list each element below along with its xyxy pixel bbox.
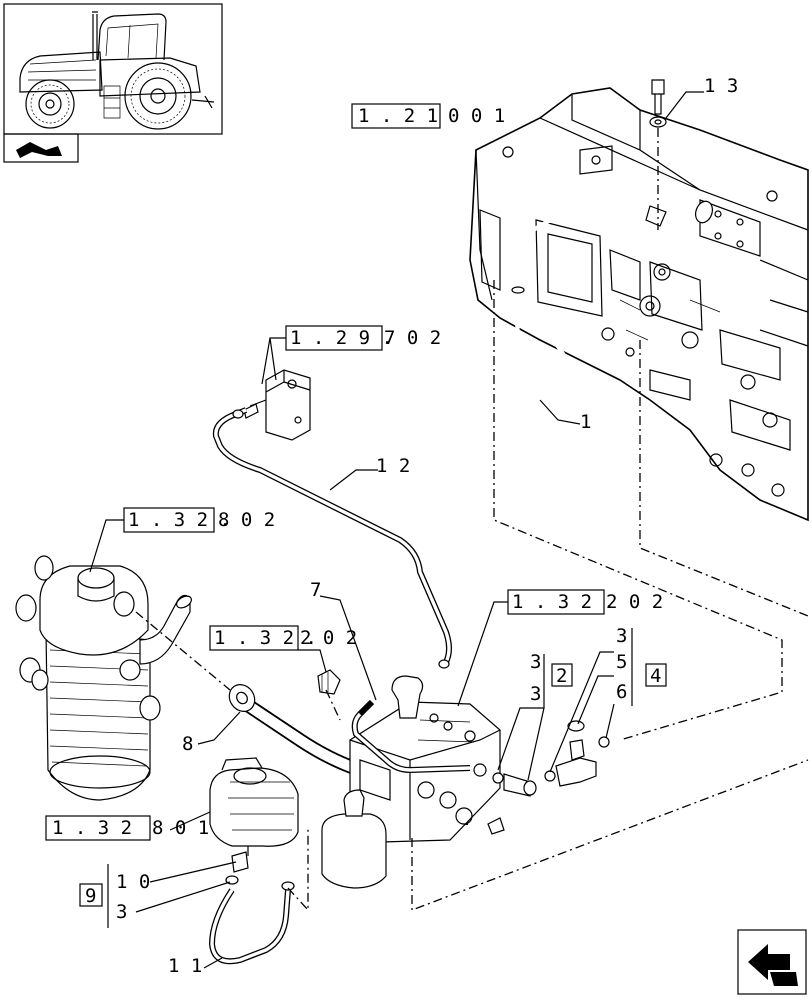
boxed-callout-4[interactable]: 4 [645,663,667,687]
callout-label: 2 [556,665,567,687]
callout-label: 1 3 [704,75,738,97]
connection-lines [135,280,809,912]
callout-1[interactable]: 1 [539,399,591,433]
callout-3-column[interactable]: 3 3 [497,651,545,781]
callout-label: 8 [182,733,193,755]
ref-boxed-text: 1 . 3 2 . [128,509,231,531]
callout-9-group[interactable]: 9 1 0 3 [79,861,237,928]
callout-label: 6 [616,681,627,703]
callout-label: 1 1 [168,955,202,977]
ref-boxed-text: 1 . 2 9 . [290,327,393,349]
callout-13[interactable]: 1 3 [665,75,738,119]
fitting-parts[interactable] [487,720,610,835]
callout-label: 4 [650,665,661,687]
callout-label: 1 [580,411,591,433]
ref-1-32-2-02-right[interactable]: 1 . 3 2 . 2 0 2 [457,589,663,707]
callout-label: 3 [530,651,541,673]
callout-label: 1 0 [116,871,150,893]
ref-boxed-text: 1 . 2 1 [358,105,438,127]
air-dryer-assembly [15,555,192,801]
callout-11[interactable]: 1 1 [168,955,223,977]
next-page-arrow-icon [748,944,798,986]
tractor-thumbnail[interactable] [3,3,223,135]
ref-boxed-text: 1 . 3 2 . [512,591,615,613]
ref-1-32-8-01[interactable]: 1 . 3 2 8 0 1 [45,811,211,841]
boxed-callout-2[interactable]: 2 [551,663,573,687]
callout-7[interactable]: 7 [310,579,377,701]
ref-1-32-8-02[interactable]: 1 . 3 2 . 8 0 2 [89,507,275,573]
ref-rest-text: 2 0 2 [606,591,663,613]
ref-1-29-7-02[interactable]: 1 . 2 9 . 7 0 2 [261,325,441,385]
ref-rest-text: 2 0 2 [300,627,357,649]
main-valve-block [317,669,501,889]
pipe-part-12[interactable] [212,407,452,669]
callout-8[interactable]: 8 [182,711,241,755]
ref-rest-text: 0 0 1 [448,105,505,127]
callout-label: 1 2 [376,455,410,477]
callout-label: 3 [530,683,541,705]
section-arrow-icon [16,142,62,158]
pipe-part-1[interactable] [511,179,715,403]
ref-rest-text: 7 0 2 [384,327,441,349]
ref-boxed-text: 1 . 3 2 . [214,627,317,649]
ref-1-32-2-02-left[interactable]: 1 . 3 2 . 2 0 2 [209,625,357,673]
section-symbol-box [3,133,79,163]
bolt-part-13[interactable] [649,79,667,230]
callout-12[interactable]: 1 2 [329,455,410,491]
ref-rest-text: 8 0 1 [152,817,209,839]
callout-label: 7 [310,579,321,601]
callout-label: 3 [116,901,127,923]
ref-boxed-text: 1 . 3 2 [52,817,132,839]
next-page-button[interactable] [737,929,807,995]
ref-rest-text: 8 0 2 [218,509,275,531]
compressor-unit [209,757,299,856]
valve-block [243,369,311,441]
transmission-housing [469,87,809,522]
ref-1-21-0-01[interactable]: 1 . 2 1 0 0 1 [351,103,505,129]
callout-label: 3 [616,625,627,647]
callout-label: 9 [85,885,96,907]
tractor-icon [19,11,215,130]
pipe-part-11[interactable] [208,851,295,965]
callout-label: 5 [616,651,627,673]
callout-3-5-group[interactable]: 3 5 6 [549,625,633,773]
